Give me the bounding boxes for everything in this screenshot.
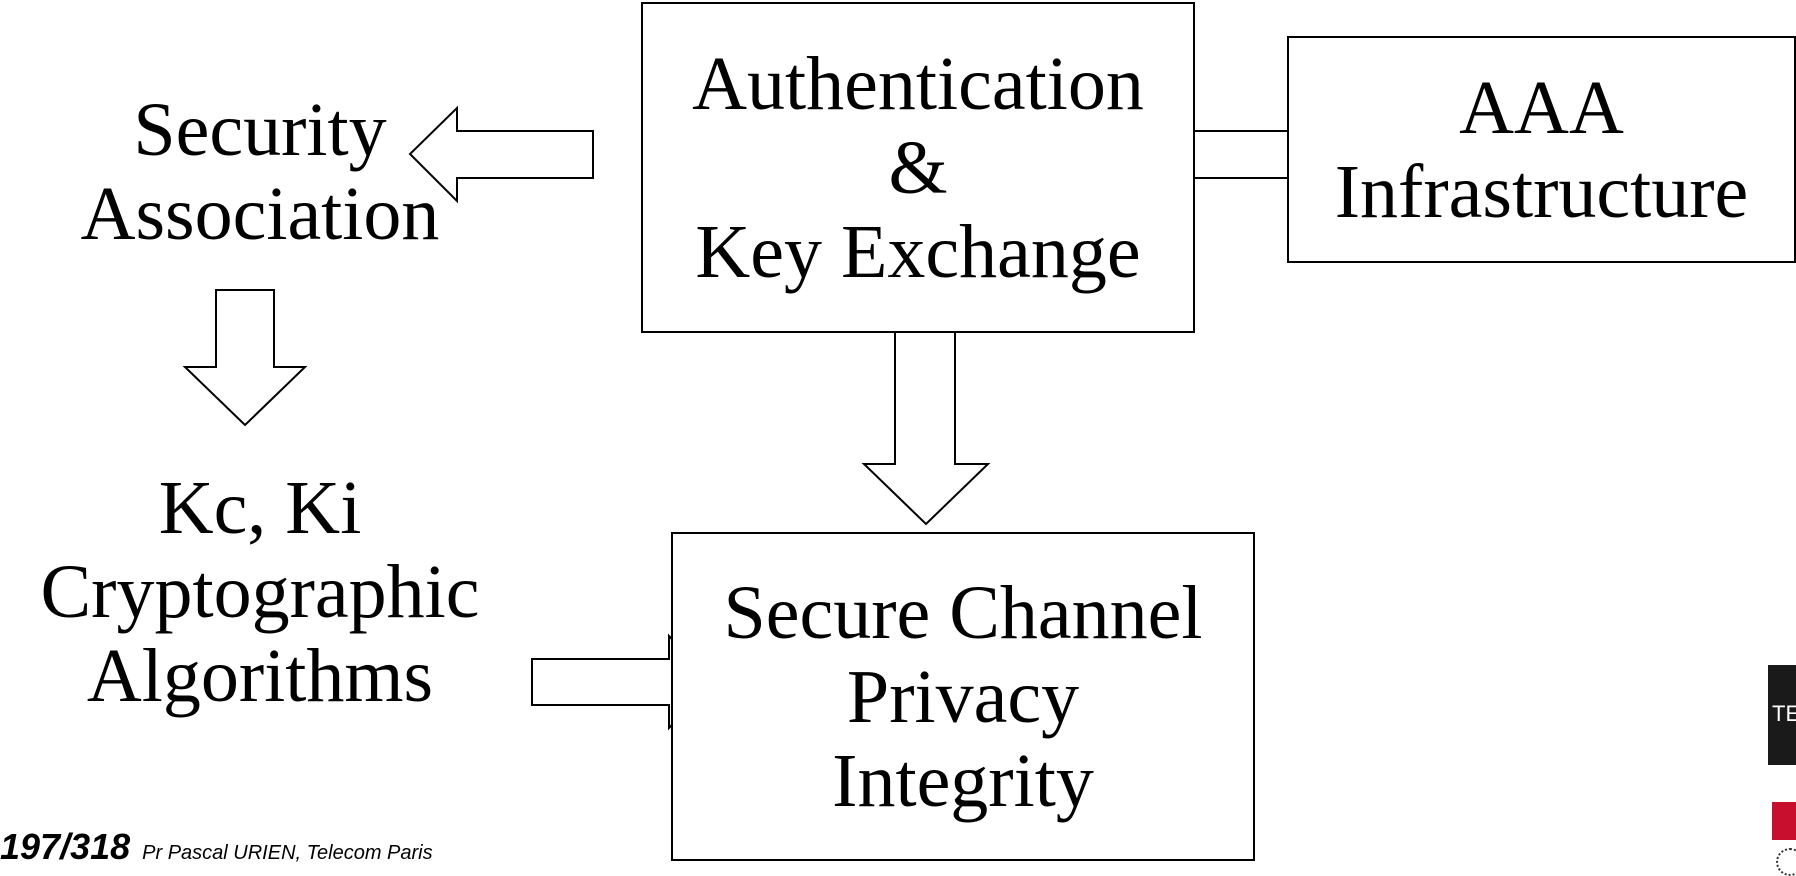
telecom-logo-text: TE bbox=[1772, 701, 1796, 726]
aaa-line-2: Infrastructure bbox=[1334, 149, 1749, 234]
page-number: 197/318 bbox=[0, 826, 131, 867]
secure-channel-line-2: Privacy bbox=[846, 654, 1080, 739]
auth-line-3: Key Exchange bbox=[695, 209, 1141, 294]
secure-channel-box: Secure Channel Privacy Integrity bbox=[671, 532, 1255, 861]
aaa-infrastructure-box: AAA Infrastructure bbox=[1287, 36, 1796, 263]
institution-logo-red bbox=[1772, 802, 1796, 840]
telecom-logo: TE bbox=[1768, 665, 1796, 765]
crypto-line-2: Cryptographic bbox=[40, 550, 480, 634]
auth-key-exchange-box: Authentication & Key Exchange bbox=[641, 2, 1195, 333]
security-association-line-2: Association bbox=[80, 172, 440, 256]
security-association-label: Security Association bbox=[40, 88, 480, 256]
arrow-association-to-crypto bbox=[182, 289, 308, 427]
crypto-line-3: Algorithms bbox=[86, 634, 434, 718]
crypto-algorithms-label: Kc, Ki Cryptographic Algorithms bbox=[0, 466, 520, 718]
auth-line-2: & bbox=[888, 125, 948, 210]
seal-icon bbox=[1776, 848, 1796, 876]
slide-footer: 197/318 Pr Pascal URIEN, Telecom Paris bbox=[0, 826, 433, 868]
secure-channel-line-1: Secure Channel bbox=[723, 570, 1203, 655]
arrow-auth-to-secure-channel bbox=[861, 320, 991, 526]
aaa-line-1: AAA bbox=[1459, 65, 1624, 150]
security-association-line-1: Security bbox=[133, 88, 387, 172]
auth-line-1: Authentication bbox=[692, 41, 1144, 126]
arrow-auth-to-security-association bbox=[408, 105, 594, 204]
crypto-line-1: Kc, Ki bbox=[158, 466, 362, 550]
secure-channel-line-3: Integrity bbox=[832, 738, 1094, 823]
author-credit: Pr Pascal URIEN, Telecom Paris bbox=[142, 842, 433, 864]
